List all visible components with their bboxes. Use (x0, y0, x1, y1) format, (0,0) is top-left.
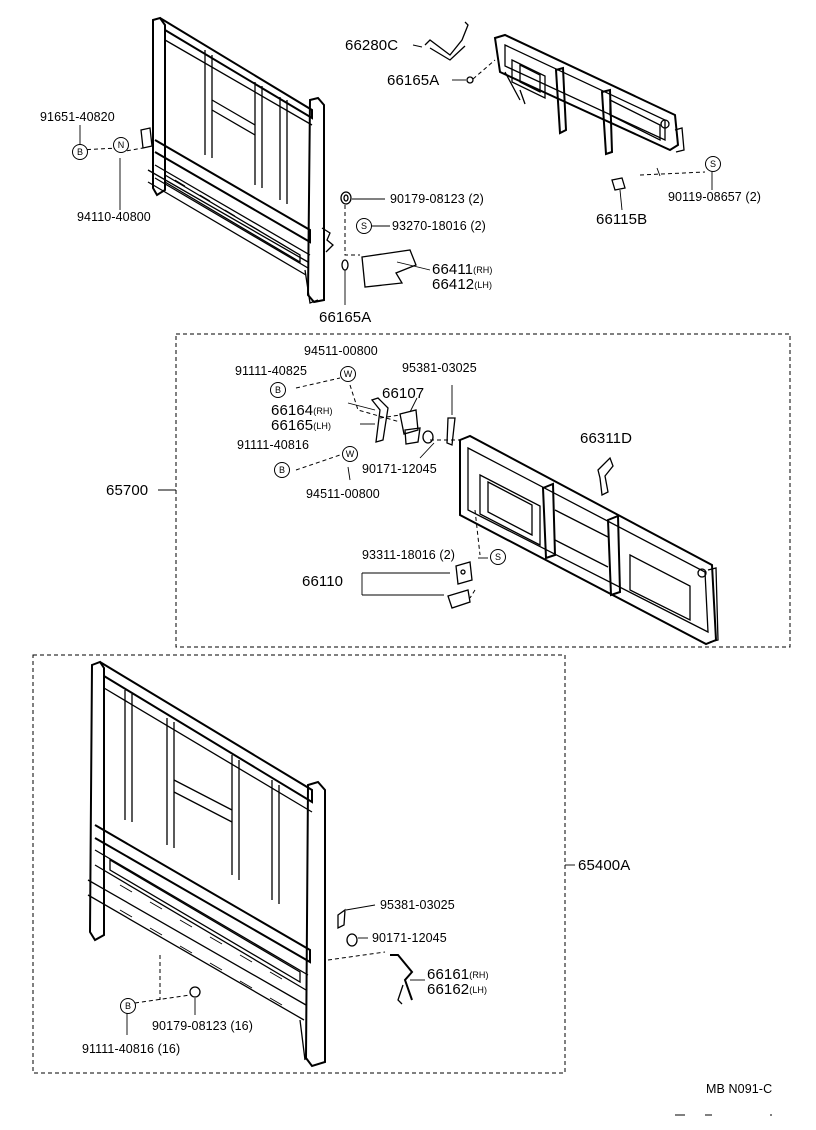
label-91111-40816-bottom: 91111-40816 (16) (82, 1042, 181, 1056)
label-90171-12045-mid: 90171-12045 (362, 462, 437, 476)
screw-symbol-mid: S (490, 549, 506, 565)
upper-gate-frame (140, 16, 334, 304)
upper-tailgate (493, 33, 685, 177)
assembly-65700-box (175, 333, 791, 648)
washer-symbol-bottom: W (342, 446, 358, 462)
label-91111-40825: 91111-40825 (235, 364, 307, 378)
bracket-66411 (361, 249, 417, 288)
label-93311-18016: 93311-18016 (2) (362, 548, 456, 562)
screw-symbol-right: S (705, 156, 721, 172)
label-91111-40816-mid: 91111-40816 (237, 438, 309, 452)
label-66412: 66412(LH) (432, 276, 493, 293)
label-66165A-top: 66165A (387, 72, 440, 89)
label-90179-08123-bottom: 90179-08123 (16) (152, 1019, 253, 1033)
label-91651-40820: 91651-40820 (40, 110, 115, 124)
bolt-symbol: B (72, 144, 88, 160)
washer-symbol-top: W (340, 366, 356, 382)
label-66165A-bottom: 66165A (319, 309, 372, 326)
collar-90179-top (340, 191, 352, 205)
label-95381-03025-top: 95381-03025 (402, 361, 477, 375)
label-66311D: 66311D (580, 430, 633, 447)
label-94110-40800: 94110-40800 (77, 210, 151, 224)
label-90179-08123: 90179-08123 (2) (390, 192, 484, 206)
label-94511-00800-top: 94511-00800 (304, 344, 378, 358)
bolt-symbol-mid: B (274, 462, 290, 478)
label-66115B: 66115B (596, 211, 648, 228)
bolt-symbol-top: B (270, 382, 286, 398)
collar-90179-bottom (189, 986, 201, 998)
pin-66165A-bottom (341, 259, 349, 271)
latch-parts (370, 397, 460, 446)
pin-66165A (466, 76, 474, 84)
label-66411: 66411(RH) (432, 261, 493, 278)
diagram-code: MB N091-C (706, 1082, 773, 1096)
assembly-65400A-box (32, 654, 566, 1074)
label-90119-08657: 90119-08657 (2) (668, 190, 762, 204)
label-90171-12045-bottom: 90171-12045 (372, 931, 447, 945)
nut-symbol: N (113, 137, 129, 153)
label-93270-18016: 93270-18016 (2) (392, 219, 486, 233)
spring-66280C (424, 21, 469, 61)
pad-66115B (611, 177, 626, 191)
hinge-66110 (447, 561, 473, 609)
label-66280C: 66280C (345, 37, 399, 54)
lower-gate-frame (87, 660, 326, 1068)
label-66107: 66107 (382, 385, 425, 402)
label-66162: 66162(LH) (427, 981, 488, 998)
label-94511-00800-bottom: 94511-00800 (306, 487, 380, 501)
screw-symbol: S (356, 218, 372, 234)
bolt-symbol-bottom: B (120, 998, 136, 1014)
label-66161: 66161(RH) (427, 966, 489, 983)
label-66164: 66164(RH) (271, 402, 333, 419)
label-65700: 65700 (106, 482, 149, 499)
label-66165: 66165(LH) (271, 417, 332, 434)
label-65400A: 65400A (578, 857, 631, 874)
lower-latch-parts (337, 908, 414, 1005)
label-66110: 66110 (302, 573, 344, 590)
label-95381-03025-bottom: 95381-03025 (380, 898, 455, 912)
middle-tailgate (459, 434, 719, 646)
